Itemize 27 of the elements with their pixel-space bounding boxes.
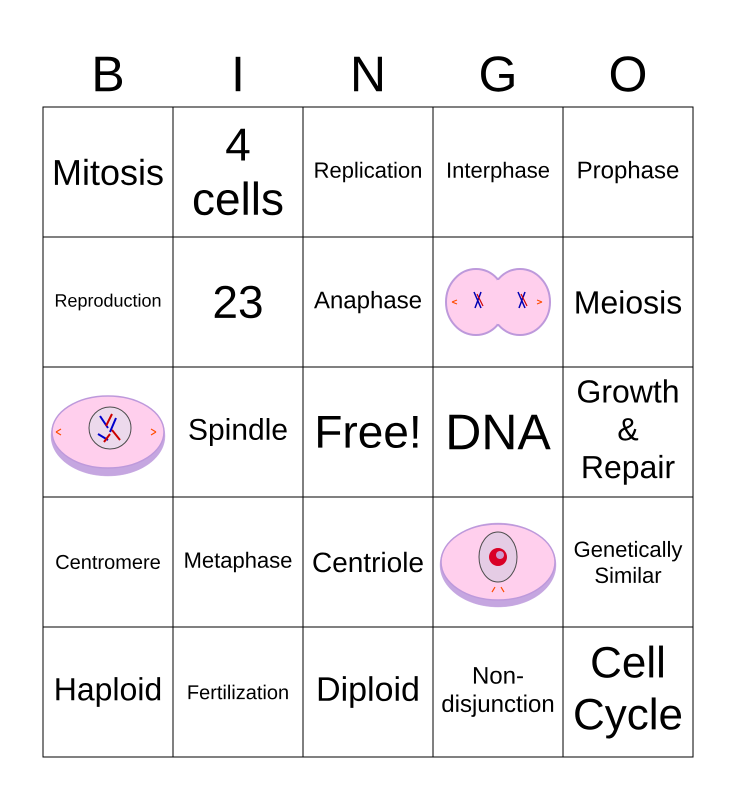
cell-text: Fertilization	[188, 684, 288, 700]
cell-text: Growth & Repair	[578, 379, 678, 485]
bingo-letter: N	[354, 56, 382, 92]
cell-text: DNA	[449, 414, 551, 450]
cell-text: Spindle	[189, 418, 287, 446]
cell-text: Anaphase	[314, 290, 421, 314]
cell-text: Diploid	[318, 676, 418, 708]
cell-text: 23	[214, 286, 262, 318]
cell-text: Prophase	[578, 160, 678, 184]
bingo-letter: B	[95, 56, 122, 92]
cell-text: Centromere	[56, 554, 160, 570]
bingo-letter: I	[236, 56, 240, 92]
cell-text: Non-disjunction	[442, 667, 554, 717]
cell-text: Replication	[315, 162, 421, 182]
cell-text: Free!	[318, 416, 418, 448]
cell-text: Haploid	[56, 677, 160, 707]
cell-text: Genetically Similar	[574, 540, 682, 584]
cell-text: Metaphase	[185, 552, 292, 572]
cell-text: Reproduction	[56, 294, 160, 310]
cell-text: Mitosis	[54, 158, 163, 186]
cell-text: Meiosis	[576, 290, 682, 314]
cell-text: 4 cells	[194, 128, 282, 216]
bingo-letter: G	[481, 56, 514, 92]
bingo-letter: O	[610, 56, 646, 92]
cell-text: Interphase	[448, 162, 549, 182]
cell-text: Centriole	[313, 552, 423, 572]
cell-text: Cell Cycle	[575, 646, 682, 738]
